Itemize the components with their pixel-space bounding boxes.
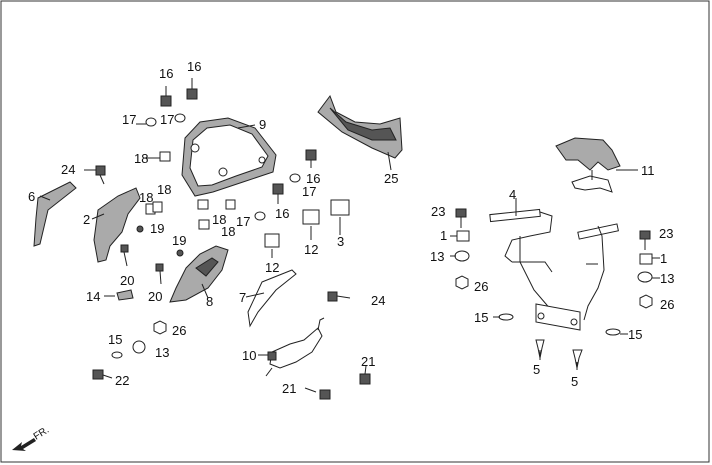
callout-7: 7 (239, 290, 246, 305)
callout-3: 3 (337, 234, 344, 249)
callout-21: 21 (361, 354, 375, 369)
part-side-trim-left (33, 181, 77, 247)
part-side-trim-center (247, 269, 297, 328)
callout-12: 12 (304, 242, 318, 257)
part-pin-5b (572, 349, 583, 369)
callout-20: 20 (120, 273, 134, 288)
arrow-icon (12, 438, 36, 451)
callout-1: 1 (660, 251, 667, 266)
callout-12: 12 (265, 260, 279, 275)
callout-16: 16 (187, 59, 201, 74)
callout-17: 17 (160, 112, 174, 127)
part-upper-cowl (317, 94, 403, 159)
callout-19: 19 (172, 233, 186, 248)
part-pad-3 (330, 199, 350, 216)
part-side-cover (169, 245, 229, 303)
callout-21: 21 (282, 381, 296, 396)
callout-labels: 16 16 16 16 17 17 17 17 9 25 11 18 18 18… (28, 59, 674, 396)
part-mount-bracket (555, 137, 621, 193)
callout-25: 25 (384, 171, 398, 186)
callout-16: 16 (159, 66, 173, 81)
callout-17: 17 (236, 214, 250, 229)
callout-13: 13 (155, 345, 169, 360)
callout-1: 1 (440, 228, 447, 243)
callout-15: 15 (474, 310, 488, 325)
callout-5: 5 (533, 362, 540, 377)
part-pad-12b (302, 209, 320, 225)
part-inner-panel-left (93, 187, 141, 263)
callout-16: 16 (306, 171, 320, 186)
part-windscreen (181, 117, 277, 197)
callout-14: 14 (86, 289, 100, 304)
callout-4: 4 (509, 187, 516, 202)
part-bolts (92, 78, 653, 400)
callout-24: 24 (61, 162, 75, 177)
callout-5: 5 (571, 374, 578, 389)
callout-19: 19 (150, 221, 164, 236)
callout-26: 26 (660, 297, 674, 312)
callout-18: 18 (134, 151, 148, 166)
callout-18: 18 (157, 182, 171, 197)
callout-9: 9 (259, 117, 266, 132)
callout-2: 2 (83, 212, 90, 227)
callout-15: 15 (628, 327, 642, 342)
callout-13: 13 (430, 249, 444, 264)
callout-26: 26 (474, 279, 488, 294)
part-front-stay-frame (489, 208, 619, 331)
callout-26: 26 (172, 323, 186, 338)
callout-23: 23 (431, 204, 445, 219)
callout-18: 18 (212, 212, 226, 227)
front-direction-arrow: FR. (12, 425, 51, 451)
part-harness-bracket (265, 317, 325, 377)
callout-11: 11 (641, 163, 655, 178)
part-pin-5a (535, 339, 545, 359)
callout-18: 18 (221, 224, 235, 239)
callout-15: 15 (108, 332, 122, 347)
callout-24: 24 (371, 293, 385, 308)
callout-13: 13 (660, 271, 674, 286)
callout-18: 18 (139, 190, 153, 205)
callout-10: 10 (242, 348, 256, 363)
callout-23: 23 (659, 226, 673, 241)
callout-22: 22 (115, 373, 129, 388)
callout-20: 20 (148, 289, 162, 304)
callout-8: 8 (206, 294, 213, 309)
callout-17: 17 (122, 112, 136, 127)
part-pad-12a (264, 233, 280, 248)
callout-17: 17 (302, 184, 316, 199)
callout-16: 16 (275, 206, 289, 221)
leader-lines (39, 123, 660, 370)
callout-6: 6 (28, 189, 35, 204)
